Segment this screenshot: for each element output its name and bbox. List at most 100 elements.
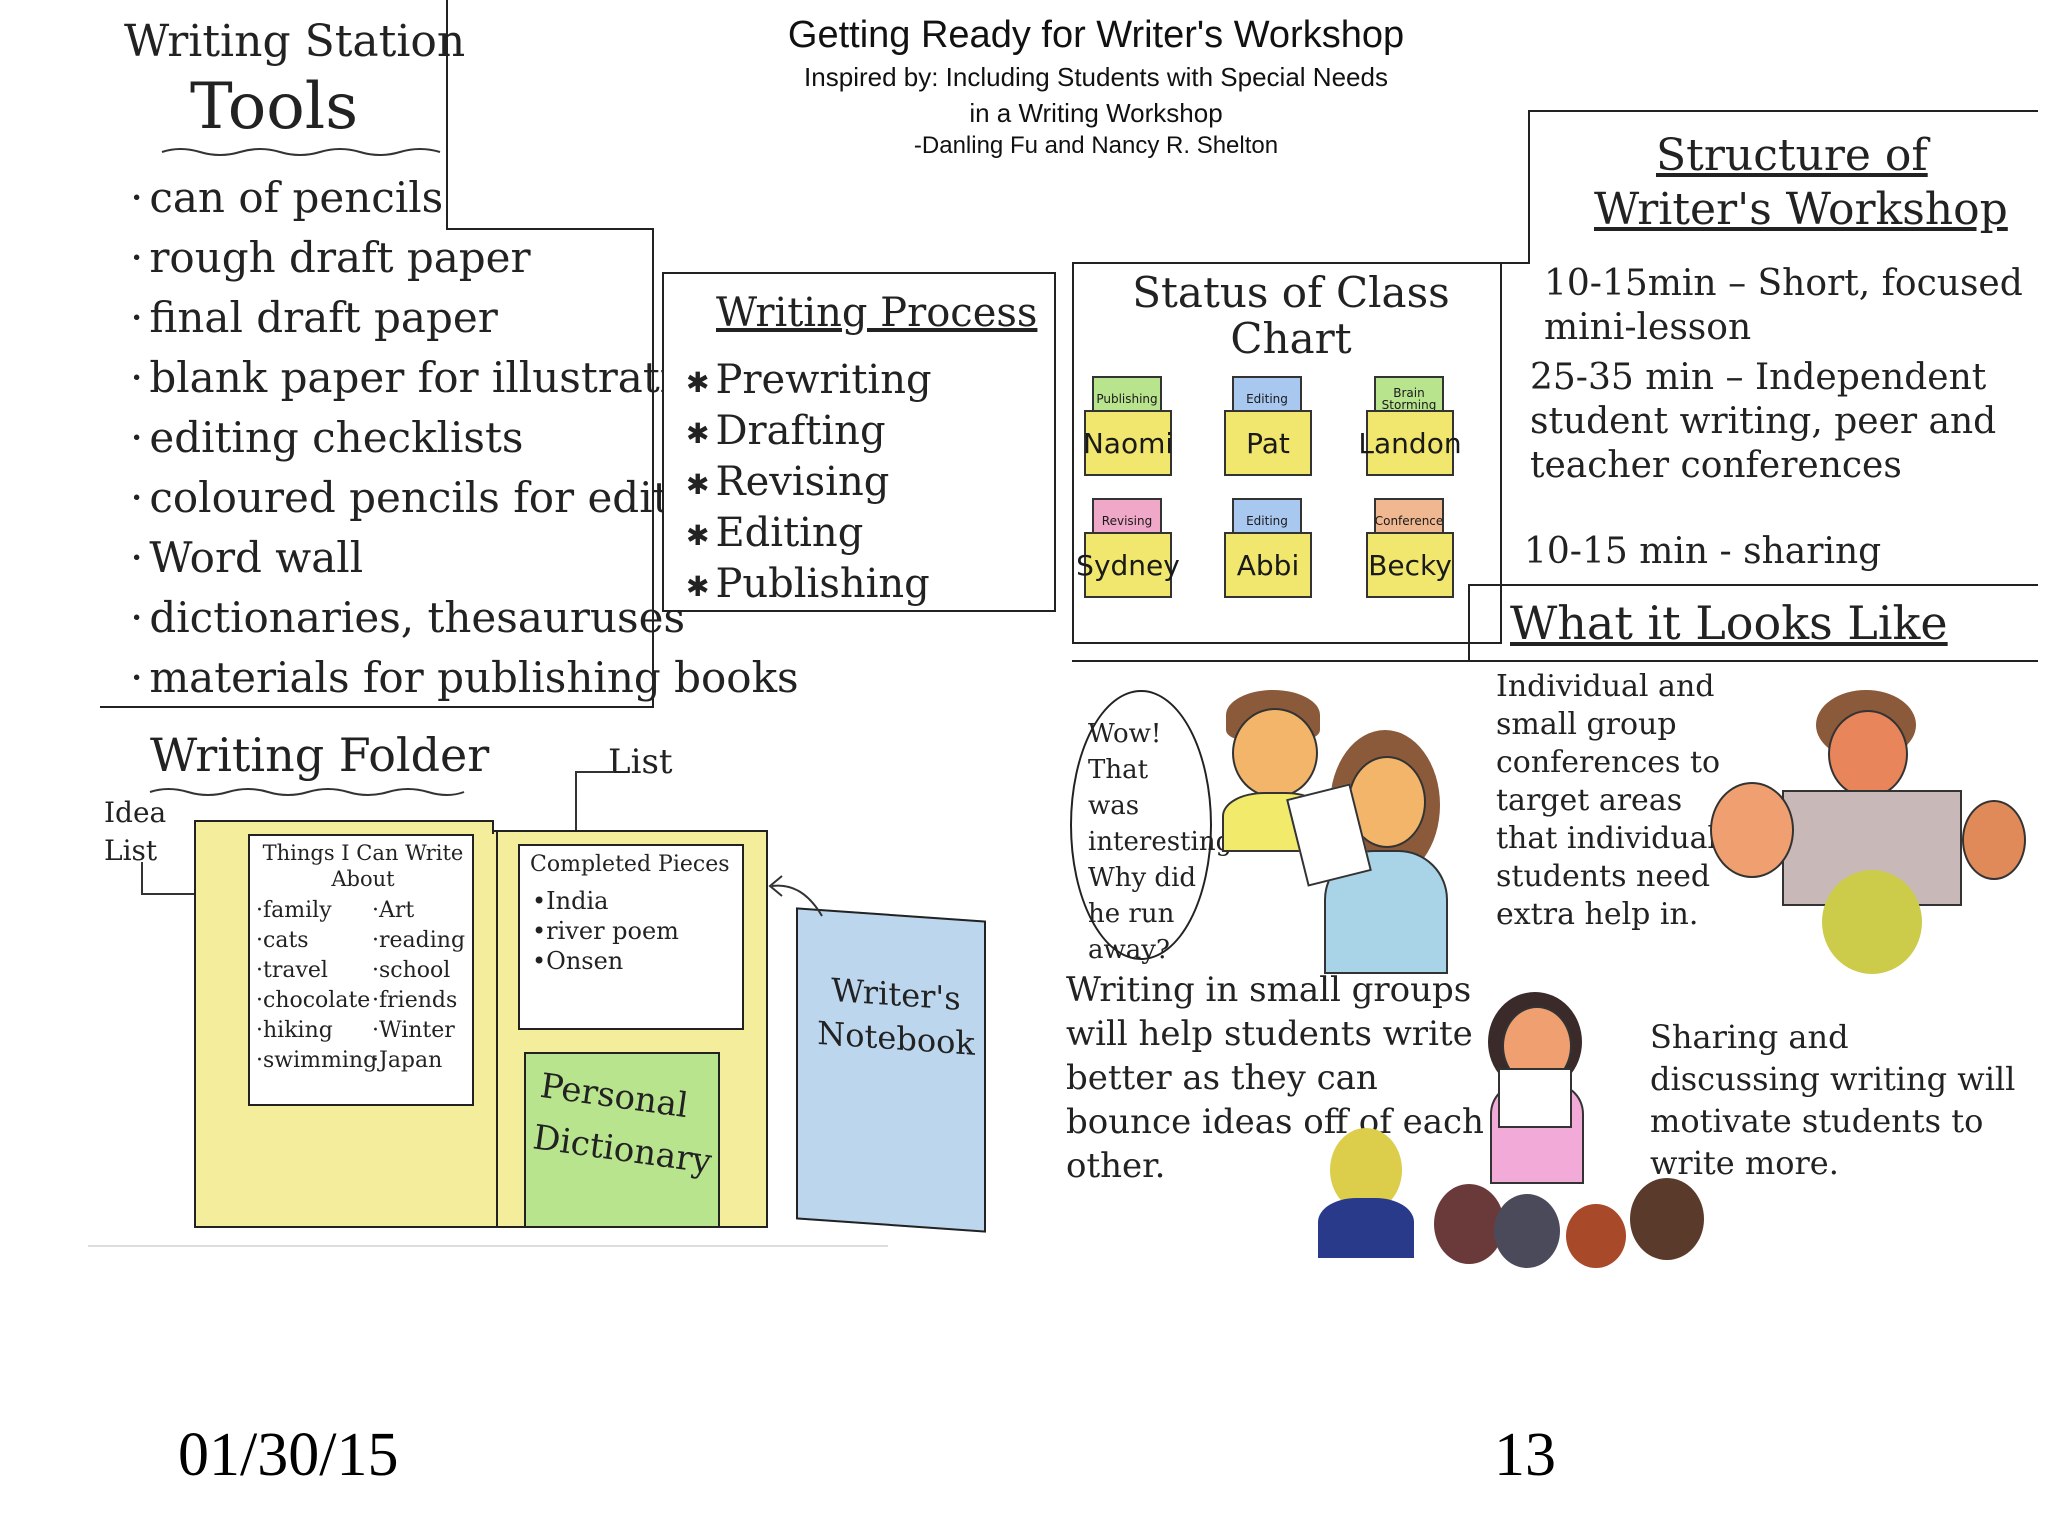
sharing-text: Sharing and discussing writing will moti… [1650,1018,2016,1182]
conference-figure [1670,690,2038,980]
authors-line: -Danling Fu and Nancy R. Shelton [913,132,1279,159]
structure-bottom-line [1468,584,2038,586]
audience-head [1566,1204,1626,1268]
list-item: ·swimming [256,1048,378,1073]
structure-time: 10-15min [1544,263,1717,304]
tools-box-right-upper [446,0,448,228]
folder-spine [496,830,498,1228]
inspired-line: Inspired by: Including Students with Spe… [804,62,1388,92]
speech-text: Wow! That was interesting! Why did he ru… [1088,719,1243,965]
audience-body [1318,1198,1414,1258]
status-card: Pat [1224,410,1312,476]
status-row-2: Revising Sydney Editing Abbi Conference … [1076,498,1494,598]
completed-items: •India •river poem •Onsen [532,886,679,976]
writing-process-box: Writing Process Prewriting Drafting Revi… [662,272,1056,612]
writers-notebook: Writer's Notebook [796,907,986,1233]
structure-heading-1: Structure of [1656,130,1928,181]
list-item: ·Japan [372,1048,443,1073]
structure-text: Independent student writing, peer and te… [1530,357,1997,486]
list-item: dictionaries, thesauruses [130,588,799,648]
tools-underline [161,148,441,156]
tools-list: can of pencils rough draft paper final d… [130,168,799,708]
tools-box-bottom [100,706,654,708]
status-card: Naomi [1083,410,1173,476]
folder-underline [149,788,465,796]
scan-edge [88,1245,888,1247]
structure-left-line [1528,110,1530,262]
list-item: ·hiking [256,1018,333,1043]
structure-heading-2: Writer's Workshop [1594,184,2008,235]
idea-col-1: ·family ·cats ·travel ·chocolate ·hiking… [256,896,377,1076]
list-item: blank paper for illustrations [130,348,799,408]
tools-box-top-step [446,228,652,230]
structure-row-3: 10-15 min - sharing [1524,531,1882,572]
list-item: Word wall [130,528,799,588]
status-chart-box: Status of Class Chart Publishing Naomi E… [1072,262,1502,644]
teacher-face [1828,710,1908,798]
completed-title: Completed Pieces [530,852,730,877]
completed-pieces-card: Completed Pieces •India •river poem •Ons… [518,844,744,1030]
status-card: Sydney [1076,532,1180,598]
structure-time: 10-15 min [1524,531,1709,572]
audience-head [1494,1194,1560,1268]
page-title: Getting Ready for Writer's Workshop [787,14,1405,56]
list-label: List [608,742,673,782]
idea-list-label: Idea List [104,796,167,867]
sharing-girl [1480,992,1590,1184]
notebook-arrow [768,875,823,917]
personal-dictionary: Personal Dictionary [524,1052,720,1228]
list-item: rough draft paper [130,228,799,288]
list-item: Editing [686,509,932,560]
list-item: ·reading [372,928,466,953]
student-front-head [1822,870,1922,974]
status-heading: Status of Class Chart [1132,268,1450,363]
folder-tab [194,820,494,834]
audience [1310,1128,1750,1268]
looks-line [1468,586,1470,660]
inspired-line-2: in a Writing Workshop [969,98,1223,128]
status-row-1: Publishing Naomi Editing Pat Brain Storm… [1083,376,1494,476]
list-item: Publishing [686,560,932,611]
student-right-face [1962,800,2026,880]
status-card: Landon [1358,410,1462,476]
list-item: ·travel [256,958,328,983]
structure-text: sharing [1743,531,1882,572]
list-item: •India [532,887,609,915]
speech-bubble: Wow! That was interesting! Why did he ru… [1070,690,1243,965]
list-item: •Onsen [532,947,624,975]
structure-step-line [1502,262,1530,264]
process-list: Prewriting Drafting Revising Editing Pub… [686,356,932,611]
boy-face [1232,708,1318,798]
looks-line-bottom [1072,660,2038,662]
list-item: ·chocolate [256,988,371,1013]
list-item: ·school [372,958,451,983]
structure-time: 25-35 min [1530,357,1715,398]
notebook-label: Writer's Notebook [817,970,975,1063]
structure-row-2: 25-35 min – Independent student writing,… [1530,357,1997,486]
tools-box-right-lower [652,228,654,708]
footer-date: 01/30/15 [178,1421,399,1489]
list-item: Prewriting [686,356,931,407]
list-item: ·cats [256,928,309,953]
list-item: materials for publishing books [130,648,798,708]
list-item: final draft paper [130,288,799,348]
list-item: ·Winter [372,1018,455,1043]
tools-heading-1: Writing Station [124,16,466,67]
list-arrow [575,771,614,844]
list-item: ·Art [372,898,415,923]
conference-text: Individual and small group conferences t… [1496,669,1721,932]
looks-heading: What it Looks Like [1510,596,1948,650]
structure-text: Short, focused mini-lesson [1544,263,2023,348]
girl-reading-figure [1286,730,1448,974]
structure-top-line [1528,110,2038,112]
list-item: can of pencils [130,168,799,228]
footer-page-number: 13 [1494,1421,1556,1489]
status-card: Abbi [1224,532,1312,598]
list-item: ·family [256,898,332,923]
list-item: Revising [686,458,932,509]
student-left-face [1710,782,1794,878]
audience-head [1434,1184,1504,1264]
list-item: ·friends [372,988,458,1013]
status-card: Becky [1366,532,1454,598]
idea-list-card: Things I Can Write About ·family ·cats ·… [248,834,474,1106]
